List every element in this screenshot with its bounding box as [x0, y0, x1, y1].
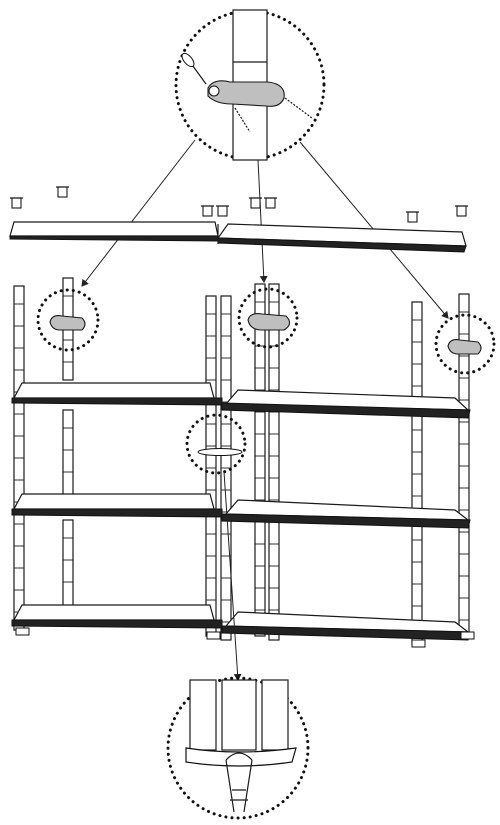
shelf-levels	[11, 382, 471, 641]
caps-row	[10, 186, 468, 223]
post-8	[268, 283, 280, 641]
detail-clip-left	[36, 288, 100, 352]
detail-clip-right	[434, 313, 496, 375]
detail-join-bottom	[166, 676, 310, 820]
post-7	[254, 283, 266, 637]
cap-icon	[10, 197, 23, 209]
detail-join-center	[185, 413, 247, 475]
top-shelf	[9, 221, 467, 253]
detail-clip-top	[174, 9, 326, 161]
post-4	[62, 519, 74, 607]
detail-clip-center	[237, 287, 299, 349]
clip-icon	[207, 80, 285, 107]
post-5	[205, 295, 217, 637]
post-3	[62, 409, 74, 501]
shelf-posts	[13, 277, 470, 645]
feet	[15, 627, 475, 648]
post-9	[411, 301, 423, 645]
